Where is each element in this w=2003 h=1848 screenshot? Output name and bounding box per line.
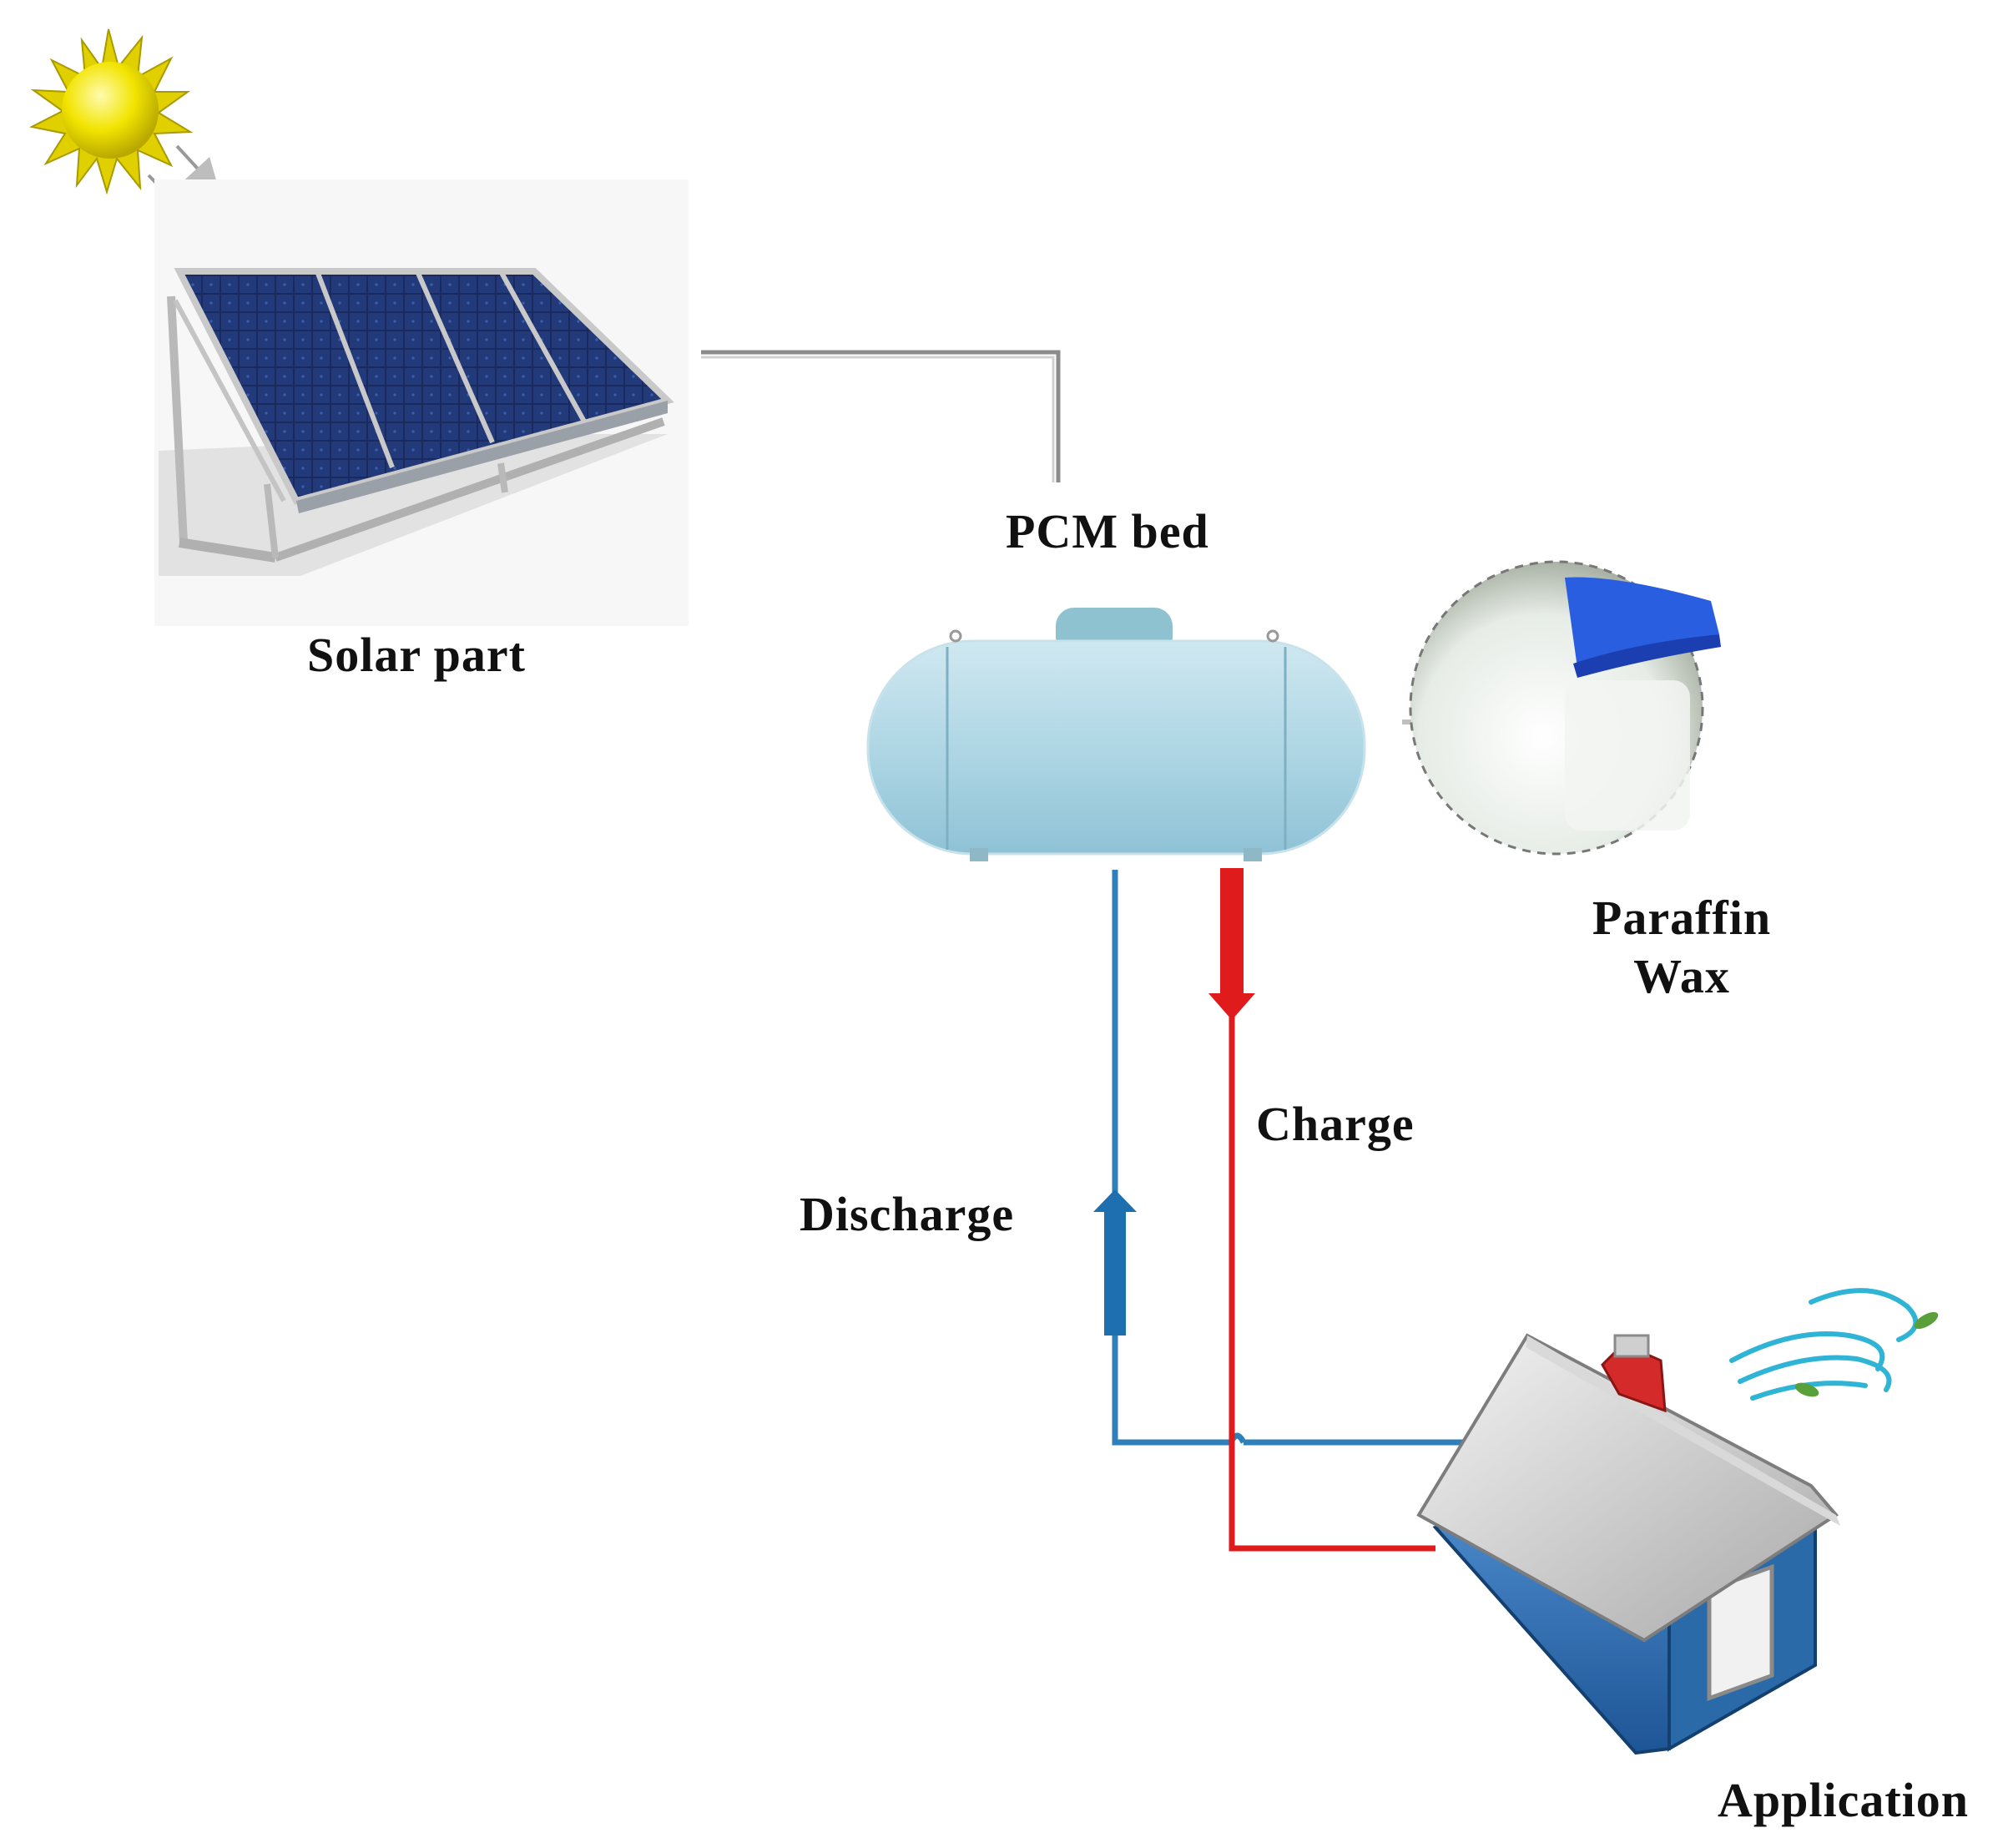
discharge-line <box>1093 870 1465 1446</box>
paraffin-wax-jar-icon <box>1409 560 1721 856</box>
discharge-label: Discharge <box>800 1187 1015 1241</box>
house-icon <box>1416 1333 1840 1755</box>
wind-icon <box>1729 1288 1939 1401</box>
sun-icon <box>28 28 194 195</box>
solar-panel-icon <box>154 179 689 626</box>
application-label: Application <box>1718 1773 1970 1827</box>
paraffin-label-line2: Wax <box>1633 948 1730 1003</box>
paraffin-wax-label: Paraffin Wax <box>1586 889 1778 1005</box>
pcm-tank-icon <box>866 608 1366 861</box>
solar-part-label: Solar part <box>307 628 526 682</box>
pcm-bed-label: PCM bed <box>1006 504 1209 558</box>
charge-label: Charge <box>1256 1097 1415 1151</box>
solar-supply-pipe <box>701 350 1061 482</box>
paraffin-label-line1: Paraffin <box>1592 891 1772 945</box>
charge-line <box>1208 868 1435 1552</box>
